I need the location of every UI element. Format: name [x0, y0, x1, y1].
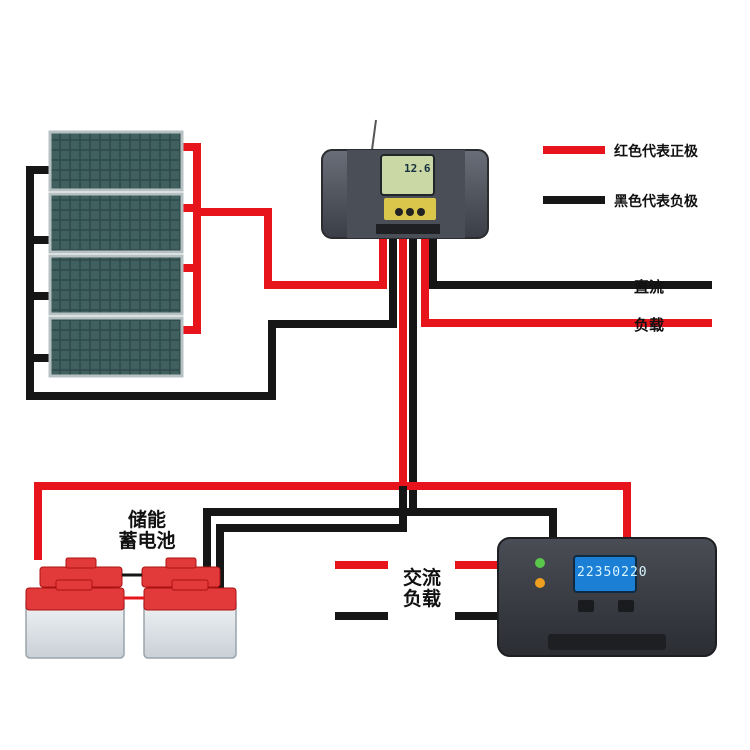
- controller-button-2: [406, 208, 414, 216]
- battery-bank: [25, 557, 237, 659]
- ac-load-label-line2: 负载: [402, 588, 441, 610]
- battery-back-right: [141, 557, 221, 588]
- dc-load-label-line2: 负载: [634, 316, 665, 334]
- battery-bank-label-line1: 储能: [127, 509, 166, 531]
- controller-display-value: 12.6: [404, 162, 431, 175]
- ac-load-wires: [335, 561, 500, 620]
- solar-panel-3: [48, 254, 184, 316]
- ac-load-label: 交流 负载: [392, 568, 452, 610]
- battery-interconnects: [122, 573, 144, 600]
- controller-button-3: [417, 208, 425, 216]
- ac-load-label-line1: 交流: [402, 567, 441, 589]
- controller-antenna: [371, 119, 377, 151]
- dc-load-wires: [421, 232, 712, 327]
- controller-battery-wires: [34, 232, 631, 602]
- solar-positive-wires: [181, 143, 387, 334]
- inverter-indicator-orange: [535, 578, 545, 588]
- solar-negative-wires: [26, 166, 397, 400]
- battery-front-left: [25, 579, 125, 659]
- inverter-indicator-green: [535, 558, 545, 568]
- legend-black-label: 黑色代表负极: [614, 194, 698, 210]
- inverter-lcd: [573, 555, 637, 593]
- controller-button-1: [395, 208, 403, 216]
- solar-panel-4: [48, 316, 184, 378]
- charge-controller: [321, 119, 489, 239]
- inverter: [497, 537, 717, 657]
- inverter-outlet-strip: [548, 634, 666, 650]
- battery-bank-label-line2: 蓄电池: [118, 530, 176, 552]
- solar-panel-1: [48, 130, 184, 192]
- solar-panel-2: [48, 192, 184, 254]
- battery-front-right: [143, 579, 237, 659]
- solar-panel-array: [48, 130, 184, 378]
- legend-red-label: 红色代表正极: [614, 144, 698, 160]
- legend: [543, 146, 605, 204]
- battery-bank-label: 储能 蓄电池: [114, 510, 180, 552]
- controller-terminal-block: [376, 224, 440, 234]
- mute-button: [578, 600, 594, 612]
- dc-load-label-line1: 直流: [634, 278, 665, 296]
- power-button: [618, 600, 634, 612]
- controller-lcd: [380, 154, 435, 196]
- inverter-display-value: 22350220: [577, 565, 648, 580]
